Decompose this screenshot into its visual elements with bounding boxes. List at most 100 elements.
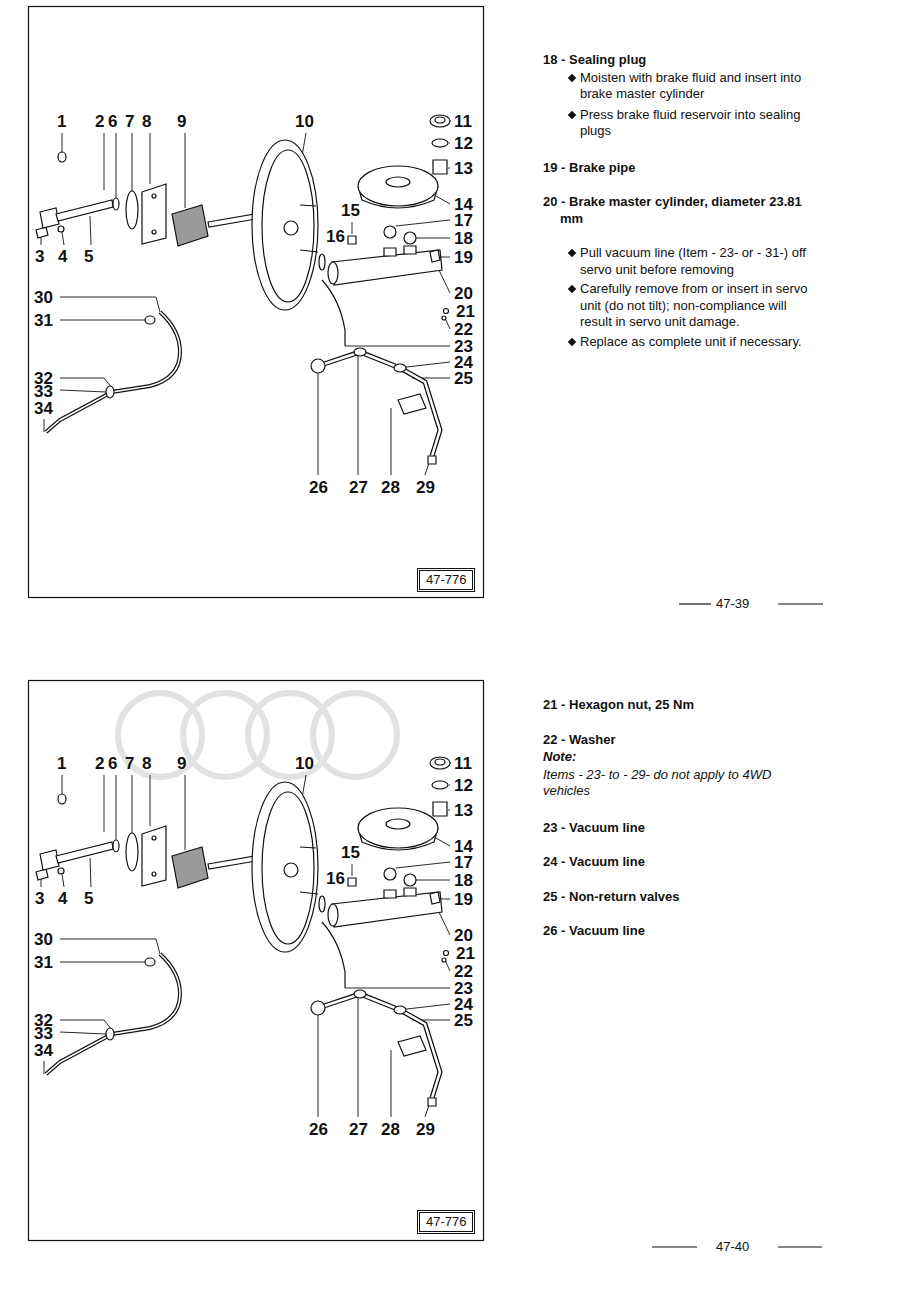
callout-number: 15: [341, 844, 360, 861]
figure-number-box: 47-776: [419, 1212, 473, 1232]
callout-number: 1: [57, 755, 66, 772]
callout-number: 25: [454, 370, 473, 387]
callout-number: 33: [34, 1025, 53, 1042]
page-number: 47-39: [716, 596, 749, 612]
callout-number: 27: [349, 479, 368, 496]
callout-number: 6: [108, 755, 117, 772]
callout-number: 7: [125, 113, 134, 130]
callout-number: 10: [295, 755, 314, 772]
callout-number: 31: [34, 954, 53, 971]
note-heading: Note:: [543, 749, 813, 766]
callout-number: 28: [381, 1121, 400, 1138]
callout-number: 21: [456, 945, 475, 962]
bullet-text: Pull vacuum line (Item - 23- or - 31-) o…: [580, 245, 806, 277]
callout-number: 4: [58, 248, 67, 265]
item-heading: 22 - Washer: [543, 732, 813, 749]
figure-number: 47-776: [426, 1214, 466, 1229]
callout-number: 19: [454, 249, 473, 266]
bullet-text: Press brake fluid reservoir into sealing…: [543, 107, 813, 140]
callout-number: 9: [177, 113, 186, 130]
callout-number: 16: [326, 228, 345, 245]
callout-number: 20: [454, 927, 473, 944]
callout-number: 34: [34, 400, 53, 417]
bullet-text: Moisten with brake fluid and insert into…: [580, 70, 801, 102]
callout-number: 20: [454, 285, 473, 302]
text-column: 21 - Hexagon nut, 25 Nm 22 - WasherNote:I…: [543, 697, 813, 940]
figure-number-box: 47-776: [419, 570, 473, 590]
callout-number: 19: [454, 891, 473, 908]
item-heading: 19 - Brake pipe: [543, 160, 813, 177]
item-heading: 18 - Sealing plug: [543, 52, 813, 69]
callout-number: 29: [416, 1121, 435, 1138]
callout-number: 31: [34, 312, 53, 329]
item-heading: 21 - Hexagon nut, 25 Nm: [543, 697, 813, 714]
bullet-text: Pull vacuum line (Item - 23- or - 31-) o…: [543, 245, 813, 278]
page-number: 47-40: [716, 1239, 749, 1255]
callout-number: 27: [349, 1121, 368, 1138]
item-heading: 24 - Vacuum line: [543, 854, 813, 871]
bullet-marker: [568, 337, 576, 345]
callout-number: 34: [34, 1042, 53, 1059]
callout-number: 4: [58, 890, 67, 907]
callout-number: 12: [454, 777, 473, 794]
note-text: Items - 23- to - 29- do not apply to 4WD…: [543, 767, 813, 800]
callout-number: 11: [454, 755, 472, 772]
bullet-marker: [568, 73, 576, 81]
callout-number: 11: [454, 113, 472, 130]
bullet-text: Moisten with brake fluid and insert into…: [543, 70, 813, 103]
bullet-text: Carefully remove from or insert in servo…: [580, 281, 808, 329]
callout-number: 18: [454, 872, 473, 889]
item-heading: 26 - Vacuum line: [543, 923, 813, 940]
callout-number: 6: [108, 113, 117, 130]
callout-number: 14: [454, 838, 473, 855]
callout-number: 13: [454, 160, 473, 177]
callout-number: 2: [95, 113, 104, 130]
callout-number: 3: [35, 248, 44, 265]
callout-number: 22: [454, 321, 473, 338]
callout-number: 2: [95, 755, 104, 772]
callout-number: 17: [454, 854, 473, 871]
callout-number: 10: [295, 113, 314, 130]
callout-number: 12: [454, 135, 473, 152]
callout-number: 30: [34, 931, 53, 948]
callout-number: 14: [454, 196, 473, 213]
callout-number: 33: [34, 383, 53, 400]
callout-number: 28: [381, 479, 400, 496]
callout-number: 3: [35, 890, 44, 907]
bullet-text: Replace as complete unit if necessary.: [543, 334, 813, 351]
callout-number: 25: [454, 1012, 473, 1029]
callout-number: 1: [57, 113, 66, 130]
callout-number: 17: [454, 212, 473, 229]
bullet-text: Press brake fluid reservoir into sealing…: [580, 107, 800, 139]
callout-number: 23: [454, 338, 473, 355]
bullet-marker: [568, 110, 576, 118]
callout-number: 5: [84, 248, 93, 265]
callout-number: 21: [456, 303, 475, 320]
callout-number: 22: [454, 963, 473, 980]
callout-number: 8: [142, 755, 151, 772]
callout-number: 26: [309, 1121, 328, 1138]
callout-number: 24: [454, 354, 473, 371]
callout-number: 18: [454, 230, 473, 247]
callout-number: 9: [177, 755, 186, 772]
callout-number: 29: [416, 479, 435, 496]
callout-number: 13: [454, 802, 473, 819]
item-heading: 20 - Brake master cylinder, diameter 23.…: [543, 194, 813, 227]
text-column: 18 - Sealing plugMoisten with brake flui…: [543, 52, 813, 350]
bullet-marker: [568, 285, 576, 293]
bullet-text: Replace as complete unit if necessary.: [580, 334, 802, 349]
item-heading: 25 - Non-return valves: [543, 889, 813, 906]
figure-number: 47-776: [426, 572, 466, 587]
callout-number: 16: [326, 870, 345, 887]
callout-number: 8: [142, 113, 151, 130]
callout-number: 30: [34, 289, 53, 306]
callout-number: 5: [84, 890, 93, 907]
item-heading: 23 - Vacuum line: [543, 820, 813, 837]
callout-number: 23: [454, 980, 473, 997]
bullet-text: Carefully remove from or insert in servo…: [543, 281, 813, 331]
callout-number: 26: [309, 479, 328, 496]
callout-number: 15: [341, 202, 360, 219]
callout-number: 7: [125, 755, 134, 772]
